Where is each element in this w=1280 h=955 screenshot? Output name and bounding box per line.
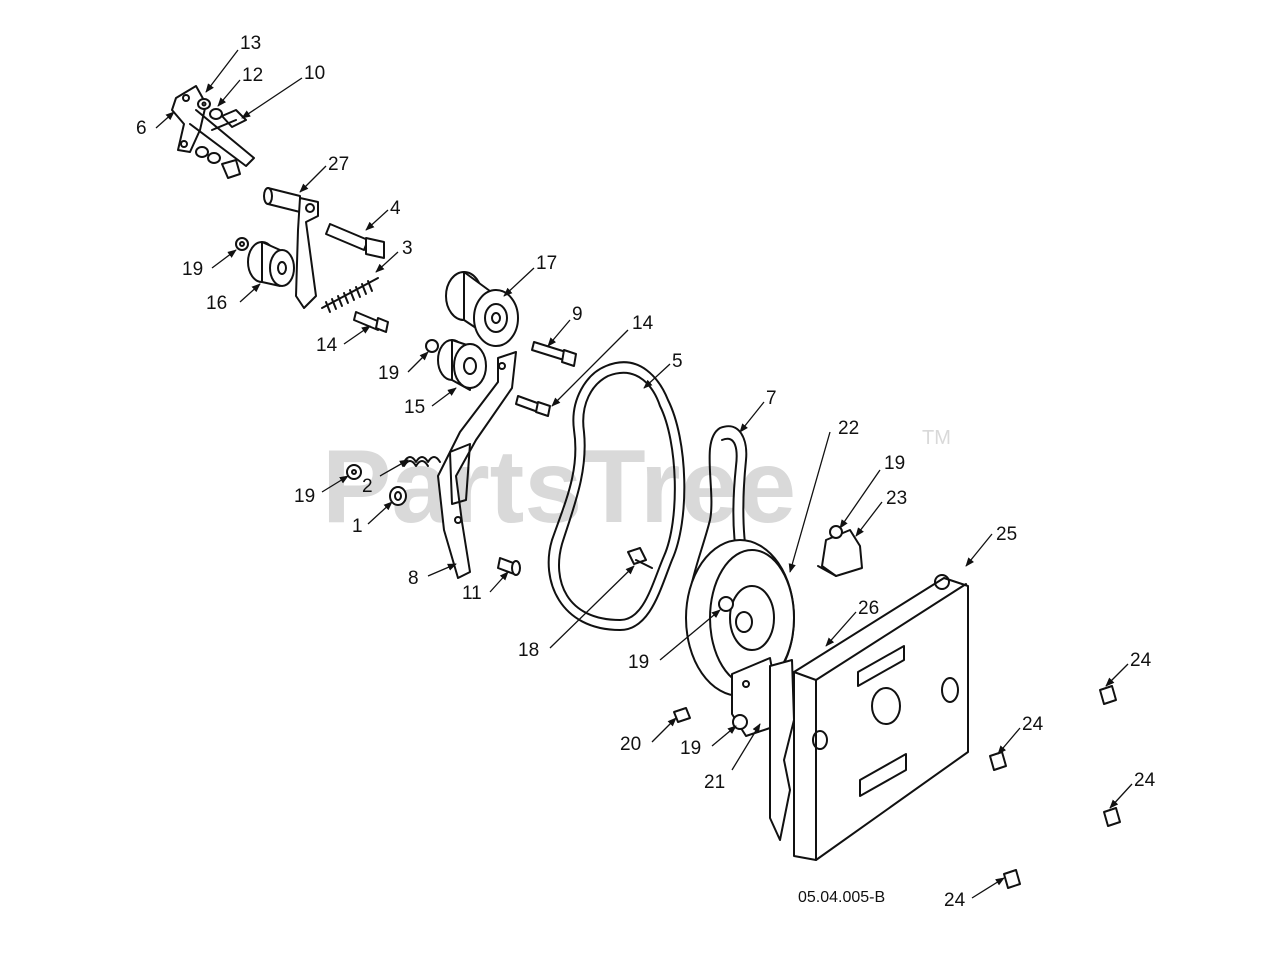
callout-20: 20 [620,734,641,755]
callout-24-d: 24 [944,890,966,911]
part-10-bolt[interactable] [211,109,247,131]
part-19-nut-b[interactable] [425,339,439,353]
diagram-reference-code: 05.04.005-B [798,889,885,906]
callout-15: 15 [404,397,425,418]
callout-5: 5 [672,351,683,372]
watermark-text: PartsTree [322,429,796,545]
callout-22: 22 [838,418,859,439]
callout-6: 6 [136,118,147,139]
callout-8: 8 [408,568,419,589]
callout-24-b: 24 [1022,714,1044,735]
callout-16: 16 [206,293,227,314]
callout-13: 13 [240,33,261,54]
part-12-washer[interactable] [209,108,223,120]
part-14-bolt-b[interactable] [515,395,551,417]
callout-19-c: 19 [294,486,315,507]
part-19-nut-a[interactable] [235,237,249,251]
callout-24-a: 24 [1130,650,1152,671]
callout-19-a: 19 [182,259,203,280]
part-22-main-pulley[interactable] [685,539,795,697]
part-11-bolt[interactable] [497,557,521,576]
part-23-bracket[interactable] [817,529,863,577]
callout-26: 26 [858,598,879,619]
watermark: PartsTree TM [322,427,951,545]
callout-24-c: 24 [1134,770,1156,791]
part-24-bolt-d[interactable] [1003,869,1021,889]
part-20-bolt[interactable] [673,707,691,723]
part-18-shoulder-bolt[interactable] [627,547,653,569]
callout-25: 25 [996,524,1017,545]
callout-23: 23 [886,488,907,509]
callout-11: 11 [462,583,482,604]
part-15-pulley[interactable] [437,339,487,391]
callout-4: 4 [390,198,401,219]
callout-19-e: 19 [884,453,905,474]
callout-19-f: 19 [680,738,701,759]
part-24-bolt-b[interactable] [989,751,1007,771]
part-1-bushing[interactable] [389,486,407,506]
part-fastener-pair[interactable] [195,146,241,179]
part-5-belt[interactable] [547,361,686,631]
callout-12: 12 [242,65,263,86]
callout-9: 9 [572,304,583,325]
part-26-mounting-plate[interactable] [769,574,969,861]
part-3-spring[interactable] [321,277,379,313]
part-9-bolt[interactable] [531,341,577,367]
part-24-bolt-a[interactable] [1099,685,1117,705]
part-13-washer[interactable] [197,98,211,110]
callout-1: 1 [352,516,363,537]
part-19-nut-d[interactable] [718,596,734,612]
callouts: 13 12 10 6 27 4 3 19 16 14 17 9 14 19 15… [136,33,1156,911]
callout-10: 10 [304,63,325,84]
callout-27: 27 [328,154,349,175]
callout-14-a: 14 [316,335,338,356]
watermark-tm: TM [922,427,951,449]
part-8-bracket[interactable] [437,351,517,579]
callout-14-b: 14 [632,313,654,334]
part-19-nut-e[interactable] [829,525,843,539]
callout-17: 17 [536,253,557,274]
part-19-nut-c[interactable] [346,464,362,480]
callout-7: 7 [766,388,777,409]
part-16-idler-pulley[interactable] [247,241,295,287]
callout-2: 2 [362,476,373,497]
part-27-idler-arm[interactable] [263,187,319,309]
callout-19-d: 19 [628,652,649,673]
callout-3: 3 [402,238,413,259]
callout-19-b: 19 [378,363,399,384]
callout-21: 21 [704,772,725,793]
part-14-bolt-a[interactable] [353,311,389,333]
callout-18: 18 [518,640,539,661]
part-24-bolt-c[interactable] [1103,807,1121,827]
part-4-bolt[interactable] [325,223,385,259]
part-17-double-pulley[interactable] [445,271,519,347]
